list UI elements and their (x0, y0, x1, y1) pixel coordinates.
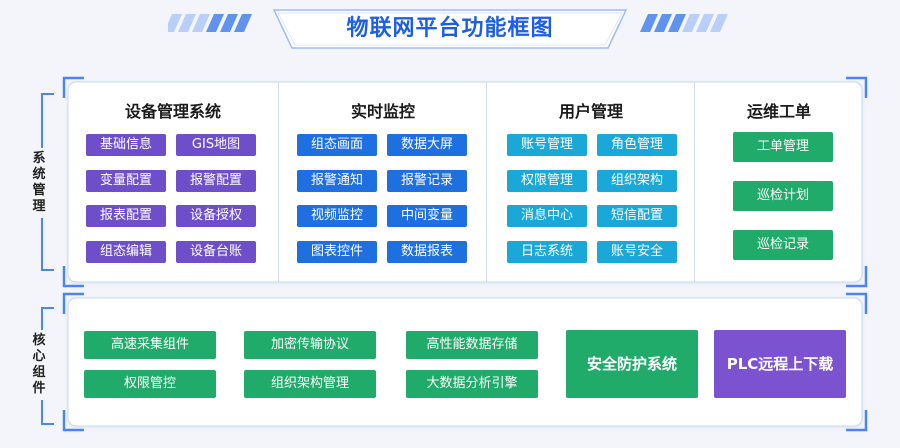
btn-report-config[interactable]: 报表配置 (86, 205, 166, 227)
column-title: 实时监控 (350, 102, 415, 121)
btn-permission-control[interactable]: 权限管控 (84, 370, 216, 398)
btn-data-reports[interactable]: 数据报表 (387, 241, 467, 263)
system-panel: 设备管理系统 基础信息 GIS地图 变量配置 报警配置 报表配置 设备授权 组态… (68, 82, 862, 282)
btn-organization-management[interactable]: 组织架构管理 (244, 370, 376, 398)
column-title: 设备管理系统 (124, 102, 221, 121)
btn-alarm-notification[interactable]: 报警通知 (297, 170, 377, 192)
btn-high-speed-collection[interactable]: 高速采集组件 (84, 331, 216, 359)
btn-plc-remote-download[interactable]: PLC远程上下载 (714, 330, 846, 398)
btn-inspection-plan[interactable]: 巡检计划 (733, 181, 833, 211)
column-title: 运维工单 (746, 102, 811, 121)
btn-account-management[interactable]: 账号管理 (507, 134, 587, 156)
column-realtime-monitoring: 实时监控 组态画面 数据大屏 报警通知 报警记录 视频监控 中间变量 图表控件 … (278, 82, 487, 282)
left-stripes-decoration (168, 14, 252, 32)
column-device-management: 设备管理系统 基础信息 GIS地图 变量配置 报警配置 报表配置 设备授权 组态… (68, 82, 278, 282)
side-label-system: 系统管理 (31, 148, 47, 218)
btn-configuration-screen[interactable]: 组态画面 (297, 134, 377, 156)
btn-high-performance-storage[interactable]: 高性能数据存储 (406, 331, 538, 359)
btn-message-center[interactable]: 消息中心 (507, 205, 587, 227)
header: 物联网平台功能框图 (268, 6, 632, 52)
btn-encrypted-transport[interactable]: 加密传输协议 (244, 331, 376, 359)
btn-security-system[interactable]: 安全防护系统 (566, 330, 698, 398)
btn-configuration-edit[interactable]: 组态编辑 (86, 241, 166, 263)
btn-data-dashboard[interactable]: 数据大屏 (387, 134, 467, 156)
page-title: 物联网平台功能框图 (346, 16, 554, 41)
column-operations-workorder: 运维工单 工单管理 巡检计划 巡检记录 (694, 82, 863, 282)
btn-inspection-records[interactable]: 巡检记录 (733, 230, 833, 260)
btn-sms-config[interactable]: 短信配置 (597, 205, 677, 227)
btn-intermediate-variables[interactable]: 中间变量 (387, 205, 467, 227)
btn-video-monitoring[interactable]: 视频监控 (297, 205, 377, 227)
btn-organization-structure[interactable]: 组织架构 (597, 170, 677, 192)
column-title: 用户管理 (558, 102, 623, 121)
side-label-core: 核心组件 (31, 330, 47, 400)
btn-alarm-records[interactable]: 报警记录 (387, 170, 467, 192)
column-user-management: 用户管理 账号管理 角色管理 权限管理 组织架构 消息中心 短信配置 日志系统 … (486, 82, 695, 282)
btn-device-authorization[interactable]: 设备授权 (176, 205, 256, 227)
btn-gis-map[interactable]: GIS地图 (176, 134, 256, 156)
btn-permission-management[interactable]: 权限管理 (507, 170, 587, 192)
btn-alarm-config[interactable]: 报警配置 (176, 170, 256, 192)
btn-role-management[interactable]: 角色管理 (597, 134, 677, 156)
btn-big-data-engine[interactable]: 大数据分析引擎 (406, 370, 538, 398)
btn-chart-controls[interactable]: 图表控件 (297, 241, 377, 263)
btn-device-ledger[interactable]: 设备台账 (176, 241, 256, 263)
header-frame (272, 9, 628, 49)
core-panel: 高速采集组件 权限管控 加密传输协议 组织架构管理 高性能数据存储 大数据分析引… (68, 298, 862, 426)
right-stripes-decoration (640, 14, 728, 32)
btn-account-security[interactable]: 账号安全 (597, 241, 677, 263)
btn-workorder-management[interactable]: 工单管理 (733, 132, 833, 162)
btn-variable-config[interactable]: 变量配置 (86, 170, 166, 192)
btn-log-system[interactable]: 日志系统 (507, 241, 587, 263)
btn-basic-info[interactable]: 基础信息 (86, 134, 166, 156)
